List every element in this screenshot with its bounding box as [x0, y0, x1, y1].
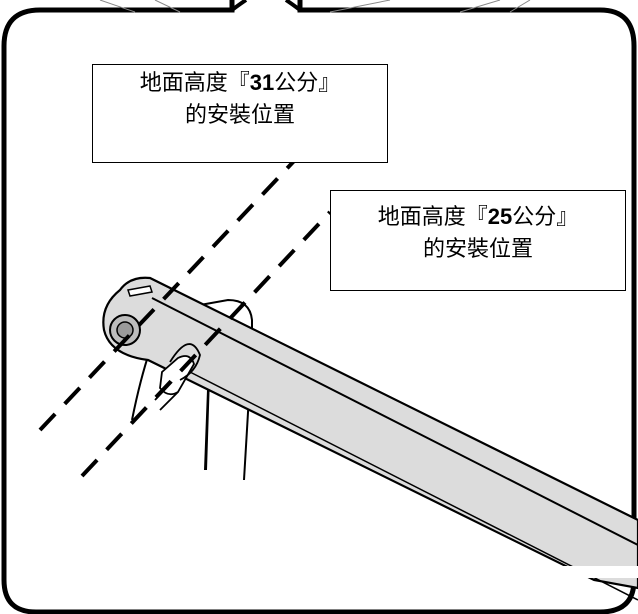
- frame-notch: [230, 0, 302, 12]
- guide-line-31: [38, 158, 297, 432]
- background-sketch: [99, 0, 531, 13]
- arm-bar-lower-edge: [189, 371, 638, 601]
- label-25-prefix: 地面高度『: [377, 205, 488, 230]
- arm-bar: [102, 276, 638, 590]
- label-25-number: 25: [487, 204, 513, 229]
- arm-end-gap: [492, 566, 638, 578]
- label-31-line2: 的安裝位置: [184, 103, 295, 128]
- arm-bar-seam: [151, 297, 638, 546]
- label-31-suffix: 公分』: [274, 71, 341, 96]
- label-height-25: 地面高度『25公分』 的安裝位置: [330, 190, 626, 291]
- label-height-31: 地面高度『31公分』 的安裝位置: [92, 64, 388, 163]
- label-25-suffix: 公分』: [512, 205, 579, 230]
- pivot-hole-inner: [116, 321, 134, 339]
- label-31-number: 31: [249, 70, 275, 95]
- guide-line-25: [80, 210, 332, 478]
- arm-slot: [127, 285, 153, 297]
- label-25-line2: 的安裝位置: [422, 237, 533, 262]
- label-31-prefix: 地面高度『: [139, 71, 250, 96]
